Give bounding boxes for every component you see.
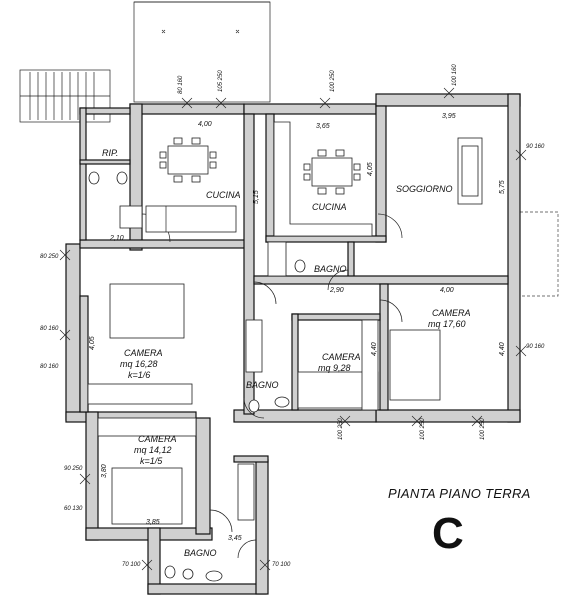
- room-label-soggiorno: SOGGIORNO: [396, 184, 453, 194]
- window-label-mid-bot: 100 250: [338, 418, 344, 440]
- interior-walls: [79, 105, 509, 463]
- bed-camera-c: [389, 329, 441, 401]
- dim-3-85: 3,85: [146, 519, 160, 526]
- dim-5-75: 5,75: [499, 180, 506, 194]
- dim-top-4-00: 4,00: [198, 121, 212, 128]
- room-label-camera-b: CAMERA: [322, 352, 361, 362]
- dim-3-45: 3,45: [228, 535, 242, 542]
- kitchen-table-left: [167, 145, 209, 175]
- bathtub-top: [267, 241, 287, 277]
- dim-2-10: 2,10: [109, 235, 124, 242]
- bed-camera-d: [111, 467, 183, 525]
- dim-top-3-95: 3,95: [442, 113, 456, 120]
- dim-right-4-00: 4,00: [440, 287, 454, 294]
- kitchen-table-mid: [311, 157, 353, 187]
- sink-mid: [274, 396, 290, 408]
- sink-bottom: [205, 570, 223, 582]
- window-label-bot-left: 70 100: [122, 562, 141, 568]
- dim-4-05-mid: 4,05: [367, 162, 374, 176]
- window-marks: [59, 87, 527, 571]
- room-label-bagno-bottom: BAGNO: [184, 548, 217, 558]
- dim-3-80: 3,80: [101, 464, 108, 478]
- window-label-bot-right: 70 100: [272, 562, 291, 568]
- dim-4-05-left: 4,05: [89, 336, 96, 350]
- plan-title: PIANTA PIANO TERRA: [388, 486, 531, 501]
- shower-bottom: [237, 463, 255, 521]
- room-area-camera-d: mq 14,12: [134, 445, 172, 455]
- window-label-top3: 100 250: [330, 70, 336, 92]
- room-label-camera-c: CAMERA: [432, 308, 471, 318]
- window-label-left1: 80 250: [40, 254, 59, 260]
- room-label-bagno-top: BAGNO: [314, 264, 347, 274]
- window-label-left5: 60 130: [64, 506, 83, 512]
- room-label-cucina-left: CUCINA: [206, 190, 241, 200]
- window-label-left4: 90 250: [64, 466, 83, 472]
- window-label-right2: 90 160: [526, 344, 545, 350]
- window-label-top4: 100 160: [452, 64, 458, 86]
- room-area-camera-c: mq 17,60: [428, 319, 466, 329]
- toilet-mid: [248, 399, 260, 413]
- block-letter: C: [432, 509, 464, 558]
- window-label-right1: 90 160: [526, 144, 545, 150]
- toilet-top: [294, 259, 306, 273]
- window-label-bot2: 100 250: [480, 418, 486, 440]
- bed-camera-a: [109, 283, 185, 339]
- dim-5-15: 5,15: [253, 190, 260, 204]
- kitchen-mid-counter: [273, 121, 373, 237]
- window-label-top1: 80 160: [178, 75, 184, 94]
- dim-2-90: 2,90: [329, 287, 344, 294]
- window-label-bot1: 100 250: [420, 418, 426, 440]
- room-label-camera-a: CAMERA: [124, 348, 163, 358]
- kitchen-counter: [145, 205, 237, 233]
- room-label-cucina-mid: CUCINA: [312, 202, 347, 212]
- room-label-camera-d: CAMERA: [138, 434, 177, 444]
- dim-4-40-mid: 4,40: [371, 342, 378, 356]
- room-area-camera-b: mq 9,28: [318, 363, 351, 373]
- window-label-left2: 80 160: [40, 326, 59, 332]
- right-porch: [519, 211, 559, 297]
- toilet-bottom: [164, 565, 176, 579]
- room-k-camera-d: k=1/5: [140, 456, 163, 466]
- room-k-camera-a: k=1/6: [128, 370, 150, 380]
- room-label-rip: RIP.: [102, 148, 118, 158]
- window-label-top2: 105 250: [218, 70, 224, 92]
- dim-top-3-65: 3,65: [316, 123, 330, 130]
- terrace-outline: [133, 1, 271, 103]
- furniture: [87, 121, 483, 582]
- dim-4-40-right: 4,40: [499, 342, 506, 356]
- room-label-bagno-mid: BAGNO: [246, 380, 279, 390]
- window-label-left3: 80 160: [40, 364, 59, 370]
- shower-mid: [245, 319, 263, 373]
- room-area-camera-a: mq 16,28: [120, 359, 158, 369]
